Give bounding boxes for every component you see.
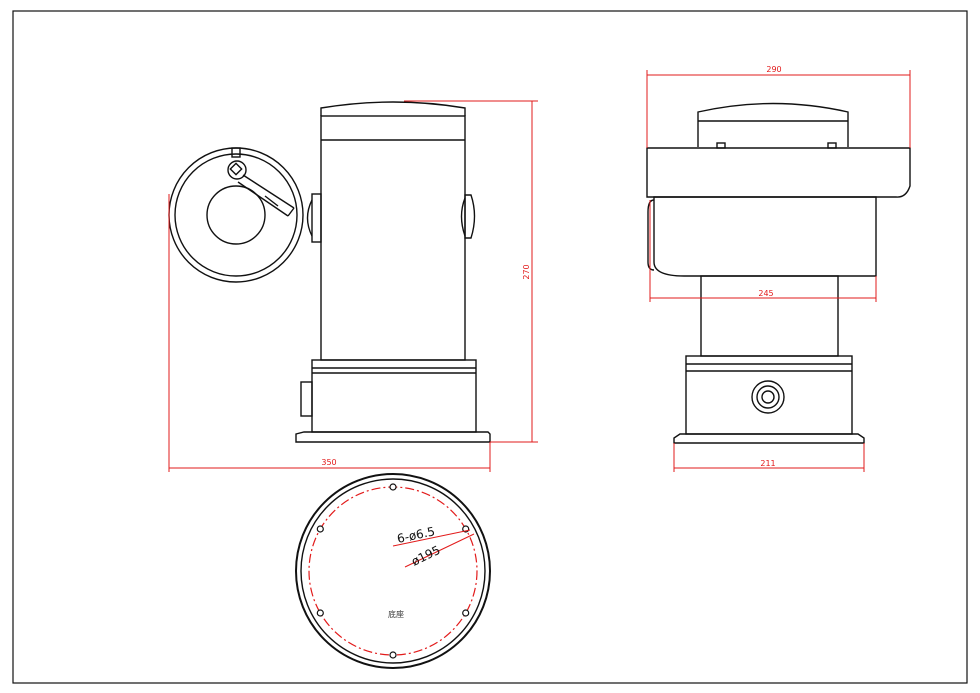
base-inner-circle [300, 478, 486, 664]
bolt-holes [316, 483, 470, 659]
base-view-label: 底座 [388, 609, 404, 619]
side-left-connector [311, 193, 322, 243]
side-right-knob [464, 194, 476, 239]
front-lower-housing-edge [647, 199, 655, 271]
side-wiper-arm-top [242, 174, 295, 209]
bolt-hole [316, 609, 324, 617]
side-wiper-pivot [227, 160, 247, 180]
side-view: 270 350 [168, 100, 538, 472]
front-sunshield [646, 147, 911, 198]
side-wiper-arm-mount [231, 147, 241, 158]
sheet-border [12, 10, 968, 684]
hole-callout-text: 6-ø6.5 [396, 524, 436, 546]
bolt-hole [389, 651, 397, 659]
side-bottom-flange [295, 431, 491, 443]
front-bottom-flange [673, 433, 865, 444]
side-left-connector-cap [306, 199, 313, 237]
front-cable-gland-outer [751, 380, 785, 414]
dim-290-text: 290 [766, 65, 781, 74]
front-column [700, 275, 839, 357]
side-wiper-housing-outer [168, 147, 304, 283]
front-view: 290 245 211 [646, 65, 911, 472]
front-cable-gland-inner [761, 390, 775, 404]
front-lower-housing [653, 196, 877, 277]
dim-350-text: 350 [321, 458, 336, 467]
bolt-hole [389, 483, 397, 491]
pcd-callout-leader [404, 533, 475, 568]
front-tab-right [827, 142, 837, 149]
side-dome-cap [320, 101, 466, 116]
side-wiper-housing-inner [174, 153, 298, 277]
side-right-knob-edge [460, 197, 466, 237]
base-pcd-circle [308, 486, 478, 656]
base-view: 6-ø6.5 ø195 底座 [295, 473, 491, 669]
bolt-hole [462, 609, 470, 617]
side-wiper-arm-bottom [237, 181, 289, 217]
front-top-dome [697, 102, 849, 147]
side-lens-window [206, 185, 266, 245]
front-base-block [685, 355, 853, 435]
dim-270-text: 270 [522, 264, 531, 279]
side-base-lug [300, 381, 313, 417]
pcd-callout-text: ø195 [409, 543, 442, 569]
side-main-body [320, 115, 466, 361]
dim-211-text: 211 [760, 459, 775, 468]
dim-245-text: 245 [758, 289, 773, 298]
bolt-hole [316, 525, 324, 533]
front-tab-left [716, 142, 726, 149]
side-wiper-arm-tip [287, 207, 295, 217]
front-cable-gland-mid [756, 385, 780, 409]
hole-callout-leader [392, 529, 471, 547]
base-outer-circle [295, 473, 491, 669]
side-wiper-blade [264, 195, 279, 207]
side-base-ring [311, 359, 477, 433]
side-wiper-pivot-nut [229, 162, 243, 176]
